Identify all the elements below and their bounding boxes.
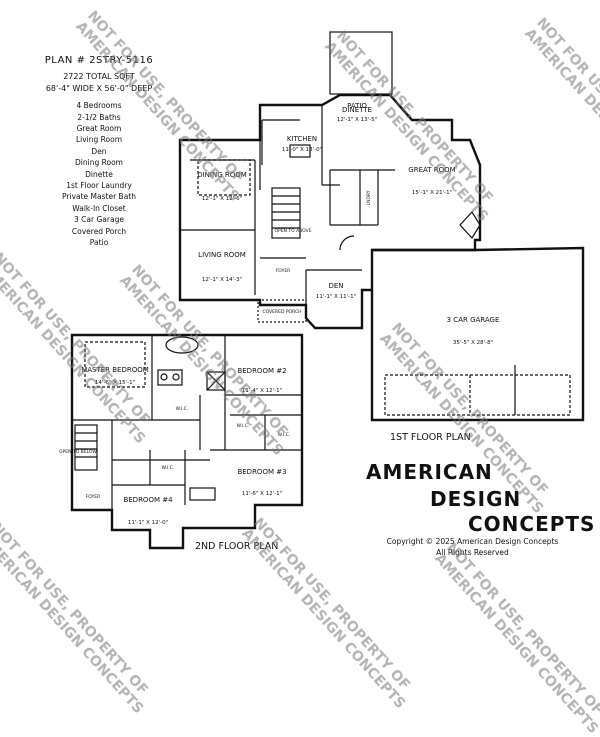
room-porch: COVERED PORCH — [262, 309, 301, 315]
room-kitchen: KITCHEN — [287, 135, 317, 143]
feature-item: 3 Car Garage — [74, 215, 124, 225]
room-laundry: LNDRY — [366, 190, 372, 205]
feature-item: Private Master Bath — [62, 192, 136, 202]
room-wic-master: W.I.C. — [176, 406, 189, 412]
second-floor-label: 2ND FLOOR PLAN — [195, 541, 278, 552]
room-dining: DINING ROOM — [197, 171, 247, 179]
copyright-line-1: Copyright © 2025 American Design Concept… — [386, 537, 559, 546]
plan-total-sqft: 2722 TOTAL SQFT — [63, 72, 135, 82]
room-kitchen-dim: 11'-0" X 13'-0" — [282, 147, 322, 153]
room-dining-dim: 12'-1" X 12'-6" — [202, 196, 242, 202]
feature-item: 1st Floor Laundry — [66, 181, 132, 191]
room-bed3: BEDROOM #3 — [237, 468, 286, 476]
feature-item: Dining Room — [75, 158, 123, 168]
brand-line-1: AMERICAN — [366, 460, 493, 484]
floor-plan-drawing: PATIO DINETTE DINETTE 12'-1" X 13'-5" KI… — [59, 31, 585, 552]
feature-item: Dinette — [85, 169, 113, 179]
room-patio: PATIO — [347, 102, 367, 110]
plan-title: PLAN # 2STRY-5116 — [44, 55, 154, 66]
room-foyer-1: FOYER — [276, 268, 291, 274]
plan-dimensions: 68'-4" WIDE X 56'-0" DEEP — [45, 83, 153, 93]
room-living: LIVING ROOM — [198, 251, 246, 259]
room-living-dim: 12'-1" X 14'-3" — [202, 277, 242, 283]
room-great: GREAT ROOM — [408, 166, 455, 174]
feature-item: Covered Porch — [71, 226, 127, 236]
room-foyer-2: FOYER — [86, 494, 101, 500]
feature-item: Living Room — [75, 135, 123, 145]
room-bed3-dim: 11'-6" X 12'-1" — [242, 491, 282, 497]
room-master-dim: 14'-6" X 15'-1" — [95, 380, 135, 386]
brand-line-3: CONCEPTS — [468, 512, 596, 536]
copyright-line-2: All Rights Reserved — [436, 548, 509, 557]
feature-list: 4 Bedrooms 2-1/2 Baths Great Room Living… — [10, 100, 188, 248]
room-wic-b: W.I.C. — [278, 432, 291, 438]
room-bed4: BEDROOM #4 — [123, 496, 173, 504]
room-wic-a: W.I.C. — [237, 423, 250, 429]
room-den-dim: 11'-1" X 11'-1" — [316, 294, 356, 300]
copyright: Copyright © 2025 American Design Concept… — [360, 536, 585, 558]
room-dinette-label: DINETTE — [342, 106, 372, 114]
feature-item: Den — [91, 146, 107, 156]
first-floor-label: 1ST FLOOR PLAN — [390, 432, 471, 443]
room-dinette-dim: 12'-1" X 13'-5" — [337, 117, 377, 123]
room-garage-dim: 35'-5" X 28'-8" — [453, 340, 493, 346]
room-den: DEN — [328, 282, 343, 290]
feature-item: 2-1/2 Baths — [77, 112, 121, 122]
feature-item: Great Room — [76, 124, 122, 134]
room-bed4-dim: 11'-1" X 12'-0" — [128, 520, 168, 526]
room-master: MASTER BEDROOM — [81, 366, 149, 374]
feature-item: 4 Bedrooms — [76, 101, 122, 111]
brand-line-2: DESIGN — [430, 487, 522, 511]
garage-outline — [370, 246, 585, 422]
room-wic-bed4: W.I.C. — [162, 465, 175, 471]
room-bed2: BEDROOM #2 — [237, 367, 286, 375]
room-garage: 3 CAR GARAGE — [447, 316, 500, 324]
open-to-above: OPEN TO ABOVE — [274, 228, 311, 234]
plan-info: PLAN # 2STRY-5116 2722 TOTAL SQFT 68'-4"… — [10, 55, 188, 249]
open-to-below: OPEN TO BELOW — [59, 449, 97, 455]
feature-item: Patio — [89, 238, 109, 248]
room-great-dim: 15'-1" X 21'-1" — [412, 190, 452, 196]
room-bed2-dim: 11'-4" X 12'-1" — [242, 388, 282, 394]
feature-item: Walk-In Closet — [72, 203, 126, 213]
